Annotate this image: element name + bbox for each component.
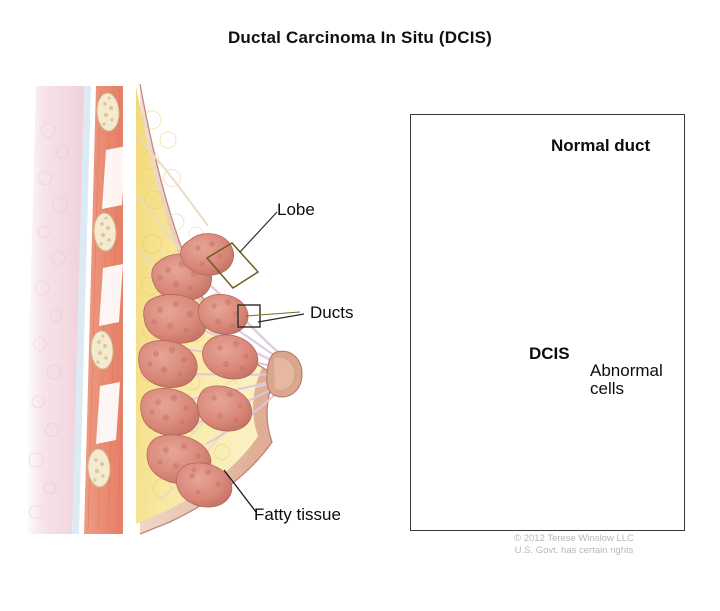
page-title: Ductal Carcinoma In Situ (DCIS) <box>227 28 493 47</box>
callout-group <box>205 211 305 513</box>
ducts-leader-line-inner <box>245 311 301 317</box>
label-dcis: DCIS <box>529 344 570 363</box>
label-abnormal-cells-line2: cells <box>590 379 625 398</box>
label-ducts: Ducts <box>310 303 354 322</box>
rib-group <box>87 92 120 488</box>
rib <box>87 448 111 488</box>
chest-wall-group <box>28 86 123 534</box>
fascia-layer <box>79 86 96 534</box>
copyright-line-1: © 2012 Terese Winslow LLC <box>514 533 634 544</box>
ducts-leader-line <box>257 313 305 323</box>
rib-gaps <box>96 146 123 444</box>
lobe-group <box>138 233 259 508</box>
lobe <box>140 388 200 437</box>
rib <box>93 212 117 252</box>
breast-body <box>136 83 303 535</box>
lobe <box>180 233 234 276</box>
lobe <box>143 294 208 344</box>
copyright-line-2: U.S. Govt. has certain rights <box>514 545 634 557</box>
label-normal-duct: Normal duct <box>551 136 651 155</box>
nipple <box>266 350 303 398</box>
lobe <box>138 340 198 389</box>
fatty-tissue-leader-line <box>223 469 257 513</box>
lung-texture <box>28 122 69 519</box>
lung-tissue <box>28 86 86 534</box>
inset-panel-frame <box>410 114 685 531</box>
pleura-layer <box>72 86 91 534</box>
label-abnormal-cells-line1: Abnormal <box>590 361 663 380</box>
rib <box>90 330 114 370</box>
label-fatty-tissue: Fatty tissue <box>254 505 341 524</box>
rib <box>96 92 120 132</box>
ducts-callout-box <box>237 304 261 328</box>
lobule-texture <box>147 241 249 495</box>
lobe-callout-box <box>205 242 260 289</box>
label-lobe: Lobe <box>277 200 315 219</box>
lobe-leader-line <box>239 211 278 253</box>
copyright-credit: © 2012 Terese Winslow LLC U.S. Govt. has… <box>460 533 688 557</box>
lobe <box>198 294 249 335</box>
